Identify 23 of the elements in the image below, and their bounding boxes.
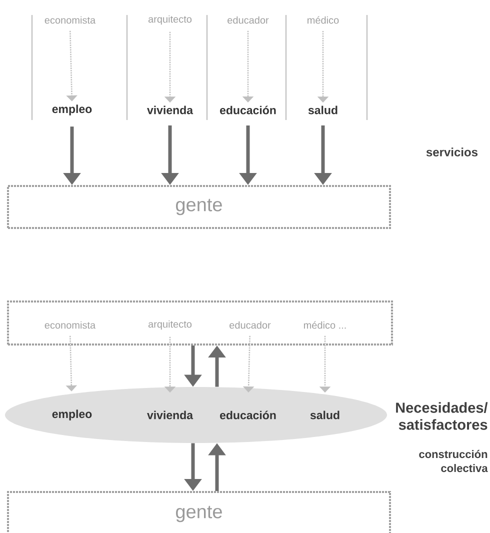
people-box: gente: [7, 491, 391, 533]
profession-label: economista: [44, 16, 96, 24]
profession-label: arquitecto: [148, 15, 192, 25]
need-label: educación: [220, 106, 276, 114]
profession-label: educador: [230, 321, 271, 329]
needs-ellipse: [5, 387, 387, 443]
need-label: salud: [310, 410, 340, 420]
profession-label: arquitecto: [148, 320, 192, 330]
profession-label: educador: [228, 16, 269, 24]
need-label: educación: [220, 410, 276, 420]
need-label: vivienda: [147, 106, 194, 114]
side-label: Necesidades/ satisfactores: [396, 402, 488, 430]
profession-label: médico ...: [304, 321, 346, 329]
side-label: construcción colectiva: [419, 450, 488, 472]
profession-label: médico: [308, 16, 339, 24]
need-label: empleo: [52, 104, 92, 116]
professions-box: [7, 300, 393, 346]
need-label: salud: [308, 106, 338, 114]
need-label: vivienda: [147, 410, 194, 420]
need-label: empleo: [52, 410, 92, 420]
side-label: servicios: [426, 148, 478, 156]
people-box: gente: [7, 185, 391, 229]
profession-label: economista: [44, 321, 96, 329]
